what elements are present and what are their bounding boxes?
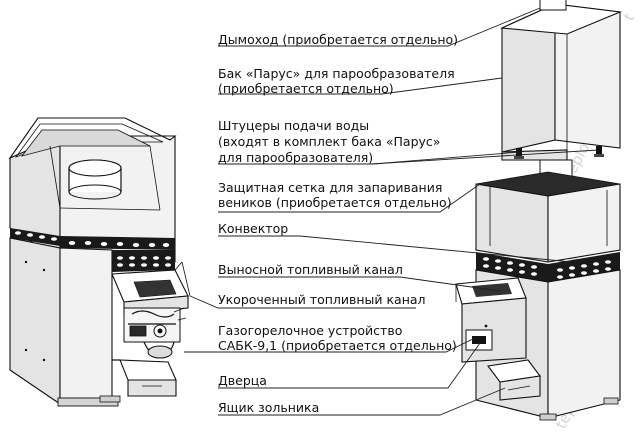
leader-lines bbox=[184, 7, 599, 416]
left-ash-drawer bbox=[99, 359, 177, 403]
label-convector: Конвектор bbox=[218, 221, 288, 236]
left-vent-band bbox=[10, 228, 175, 250]
right-ash-box bbox=[487, 359, 541, 401]
label-door: Дверца bbox=[218, 373, 267, 388]
label-net-line2: веников (приобретается отдельно) bbox=[218, 195, 452, 210]
water-fittings bbox=[514, 146, 604, 159]
label-fittings-line3: для парообразователя) bbox=[218, 150, 373, 165]
watermark-top-corner: t bbox=[620, 10, 639, 24]
right-stove-illustration bbox=[455, 0, 623, 421]
label-remote-fuel-channel: Выносной топливный канал bbox=[218, 262, 403, 277]
label-chimney: Дымоход (приобретается отдельно) bbox=[218, 32, 458, 47]
right-door bbox=[465, 324, 493, 351]
label-burner-line1: Газогорелочное устройство bbox=[218, 323, 402, 338]
label-burner-line2: САБК-9,1 (приобретается отдельно) bbox=[218, 338, 457, 353]
label-tank-line2: (приобретается отдельно) bbox=[218, 81, 394, 96]
label-ash-box: Ящик зольника bbox=[218, 400, 319, 415]
label-fittings-line1: Штуцеры подачи воды bbox=[218, 118, 369, 133]
left-stove-illustration bbox=[8, 117, 191, 407]
label-net-line1: Защитная сетка для запаривания bbox=[218, 180, 442, 195]
label-short-fuel-channel: Укороченный топливный канал bbox=[218, 292, 426, 307]
callout-labels: Дымоход (приобретается отдельно) Бак «Па… bbox=[218, 32, 458, 415]
right-stove-body bbox=[455, 171, 621, 421]
parus-tank bbox=[499, 0, 623, 177]
left-gas-burner bbox=[123, 307, 187, 359]
left-side-grille bbox=[112, 250, 175, 272]
label-tank-line1: Бак «Парус» для парообразователя bbox=[218, 66, 455, 81]
label-fittings-line2: (входят в комплект бака «Парус» bbox=[218, 134, 440, 149]
